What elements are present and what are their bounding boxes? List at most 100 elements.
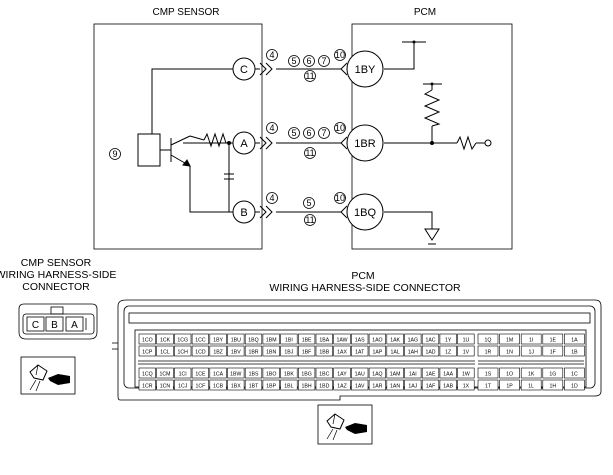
pcm-pin-cell — [174, 379, 192, 391]
transistor-icon — [137, 133, 191, 167]
pcm-terminal-1bq-label: 1BQ — [354, 207, 376, 219]
pcm-pin-label: 1AK — [390, 337, 400, 343]
resistor-group — [189, 89, 477, 151]
pcm-pin-label: 1BJ — [284, 349, 293, 355]
sensor-pin-b — [232, 200, 256, 224]
pcm-pin-cell — [156, 345, 174, 357]
pcm-terminal-1br — [346, 124, 384, 162]
pcm-pin-cell — [439, 333, 457, 345]
junction-group — [227, 40, 434, 145]
sensor-pin-a-label: A — [240, 138, 248, 150]
junction-dot — [227, 141, 231, 145]
sensor-pin-a — [232, 131, 256, 155]
pcm-pin-cell — [156, 367, 174, 379]
pcm-pin-cell — [404, 333, 422, 345]
pcm-pin-cell — [209, 333, 227, 345]
pcm-pin-cell — [368, 345, 387, 357]
pcm-pin-cell — [138, 345, 156, 357]
pcm-pin-cell — [315, 379, 333, 391]
pcm-pin-cell — [262, 345, 280, 357]
pcm-pin-cell — [386, 379, 404, 391]
note-4: 4 — [269, 50, 274, 60]
pcm-pin-label: 1BB — [319, 349, 329, 355]
pcm-pin-label: 1AI — [409, 371, 417, 377]
pcm-pin-label: 1O — [506, 371, 513, 377]
pcm-pin-label: 1BW — [230, 371, 241, 377]
pcm-pin-cell — [457, 379, 475, 391]
pcm-pin-label: 1D — [571, 383, 578, 389]
pcm-pin-cell — [564, 345, 585, 357]
pcm-pin-label: 1H — [549, 383, 556, 389]
pcm-pin-cell — [297, 367, 316, 379]
pcm-pin-cell — [174, 333, 192, 345]
pcm-pin-cell — [477, 379, 499, 391]
cmp-sensor-box — [93, 23, 263, 250]
pcm-pin-label: 1AN — [390, 383, 400, 389]
pcm-pin-label: 1E — [550, 337, 557, 343]
pcm-pin-cell — [244, 333, 263, 345]
pcm-pin-cell — [244, 345, 263, 357]
pcm-pin-cell — [421, 333, 440, 345]
pcm-pin-label: 1CF — [195, 383, 205, 389]
pcm-pin-cell — [421, 379, 440, 391]
pull-up-resistor — [423, 89, 441, 127]
pcm-pin-label: 1I — [529, 337, 533, 343]
pcm-pin-cell — [351, 379, 369, 391]
note-7: 7 — [321, 56, 326, 66]
pcm-pin-label: 1BR — [248, 349, 258, 355]
pcm-pin-cell — [520, 345, 542, 357]
pcm-pin-cell — [174, 345, 192, 357]
pcm-pin-label: 1CP — [142, 349, 153, 355]
pcm-pin-label: 1Q — [485, 337, 492, 343]
pcm-pin-label: 1S — [485, 371, 492, 377]
pcm-pin-label: 1J — [528, 349, 534, 355]
pcm-pin-cell — [386, 345, 404, 357]
pcm-pin-cell — [315, 367, 333, 379]
cmp-connector-title-2: WIRING HARNESS-SIDE — [0, 269, 116, 281]
pcm-pin-label: 1CA — [213, 371, 224, 377]
capacitor-icon — [224, 173, 234, 180]
pcm-pin-cell — [262, 379, 280, 391]
note-10: 10 — [335, 123, 345, 133]
pcm-pin-cell — [138, 333, 156, 345]
pcm-title: PCM — [414, 7, 436, 18]
pcm-pin-label: 1CI — [179, 371, 187, 377]
pcm-pin-label: 1AW — [336, 337, 347, 343]
pcm-pin-cell — [421, 345, 440, 357]
pcm-pin-label: 1V — [463, 349, 470, 355]
pcm-pin-cell — [477, 367, 499, 379]
pcm-pin-label: 1AA — [443, 371, 453, 377]
pcm-pin-label: 1AY — [337, 371, 347, 377]
pcm-pin-label: 1M — [506, 337, 513, 343]
pcm-pin-cell — [520, 333, 542, 345]
pcm-pin-label: 1CQ — [142, 371, 153, 377]
pcm-pin-label: 1BA — [319, 337, 329, 343]
pcm-pin-label: 1G — [549, 371, 556, 377]
pcm-pin-label: 1BX — [231, 383, 241, 389]
pcm-pin-cell — [333, 379, 351, 391]
pcm-pin-cell — [542, 379, 564, 391]
note-5: 5 — [291, 56, 296, 66]
pcm-pin-label: 1BS — [249, 371, 259, 377]
hall-element-icon — [137, 133, 161, 167]
note-11: 11 — [305, 215, 314, 225]
pcm-pin-cell — [191, 367, 210, 379]
pcm-pin-cell — [386, 367, 404, 379]
pcm-terminal-1bq — [346, 193, 384, 231]
pcm-pin-cell — [297, 379, 316, 391]
pcm-pin-label: 1BF — [302, 349, 312, 355]
pcm-pin-cell — [368, 367, 387, 379]
pcm-terminal-1by — [346, 50, 384, 88]
pcm-pin-cell — [564, 379, 585, 391]
pcm-pin-label: 1BD — [319, 383, 329, 389]
pcm-pin-cell — [404, 379, 422, 391]
pcm-pin-cell — [191, 345, 210, 357]
pcm-pin-label: 1BN — [266, 349, 276, 355]
sensor-pin-c-label: C — [240, 64, 248, 76]
pcm-pin-cell — [564, 333, 585, 345]
pcm-pin-cell — [209, 379, 227, 391]
pcm-pin-cell — [520, 367, 542, 379]
pcm-pin-cell — [209, 345, 227, 357]
sensor-pin-b-label: B — [240, 207, 247, 219]
pcm-pin-label: 1BI — [285, 337, 293, 343]
